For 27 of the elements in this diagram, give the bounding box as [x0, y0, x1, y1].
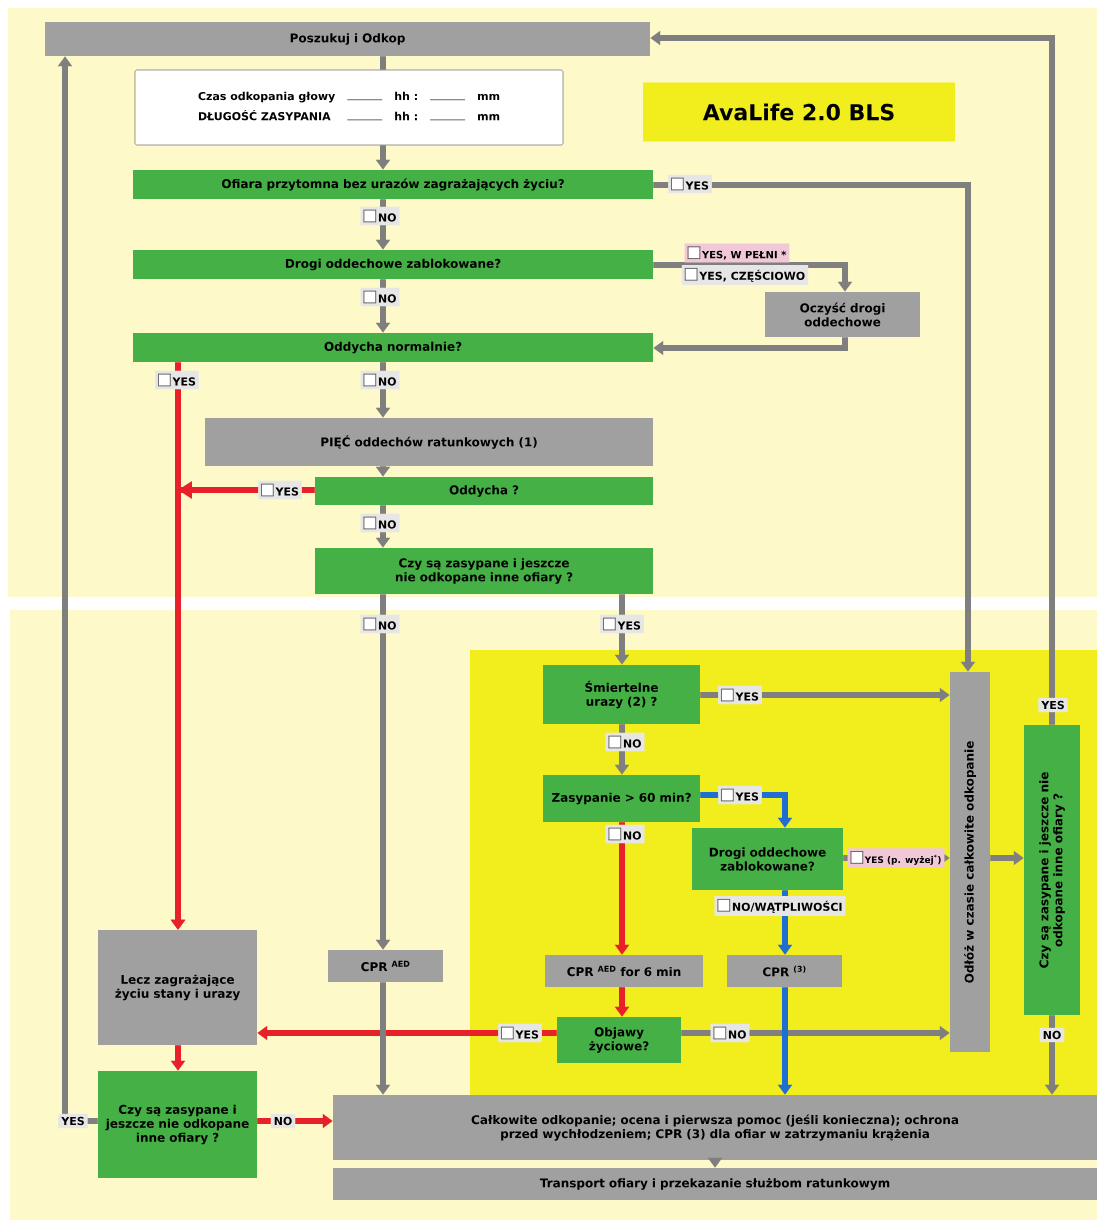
question-box: Czy są zasypane i jeszcze nie odkopane inne ofiary ? — [98, 1071, 257, 1178]
question-box: Czy są zasypane i jeszcze nie odkopane inne ofiary ? — [315, 548, 653, 594]
action-box: Lecz zagrażające życiu stany i urazy — [98, 930, 257, 1045]
option-label: YES, W PEŁNI * — [684, 243, 790, 263]
question-bar: Czy są zasypane i jeszcze nie odkopane inne ofiary ? — [1024, 725, 1080, 1015]
question-box: Śmiertelne urazy (2) ? — [543, 665, 700, 724]
title-banner: AvaLife 2.0 BLS — [643, 82, 955, 142]
action-box: Transport ofiary i przekazanie służbom ratunkowym — [333, 1168, 1097, 1200]
action-box: Całkowite odkopanie; ocena i pierwsza pomoc (jeśli konieczna); ochrona przed wychłodzeniem; CPR (3) dla ofiar w zatrzymaniu krążenia — [333, 1095, 1097, 1160]
question-box: Oddycha ? — [315, 477, 653, 505]
edge-label: YES (p. wyżej$^{*}$) — [847, 848, 945, 868]
question-box: Objawy życiowe? — [557, 1017, 681, 1063]
action-box: Oczyść drogi oddechowe — [765, 292, 920, 337]
action-bar: Odłóż w czasie całkowite odkopanie — [950, 672, 990, 1052]
edge-label: NO/WĄTPLIWOŚCI — [714, 896, 846, 916]
action-box: Poszukuj i Odkop — [45, 22, 650, 56]
question-box: Ofiara przytomna bez urazów zagrażających życiu? — [133, 170, 653, 199]
edge-label: YES, CZĘŚCIOWO — [681, 265, 809, 285]
time-entry-box: Czas odkopania głowy hh : mm DŁUGOŚĆ ZASYPANIA hh : mm — [134, 69, 564, 146]
question-box: Drogi oddechowe zablokowane? — [133, 250, 653, 279]
question-box: Oddycha normalnie? — [133, 333, 653, 362]
question-box: Zasypanie > 60 min? — [543, 775, 700, 822]
action-box: CPR $^{(3)}$ — [727, 955, 842, 987]
action-box: CPR $^{AED}$ for 6 min — [545, 955, 703, 987]
action-box: PIĘĆ oddechów ratunkowych (1) — [205, 418, 653, 466]
question-box: Drogi oddechowe zablokowane? — [692, 828, 843, 890]
action-box: CPR $^{AED}$ — [328, 950, 443, 982]
